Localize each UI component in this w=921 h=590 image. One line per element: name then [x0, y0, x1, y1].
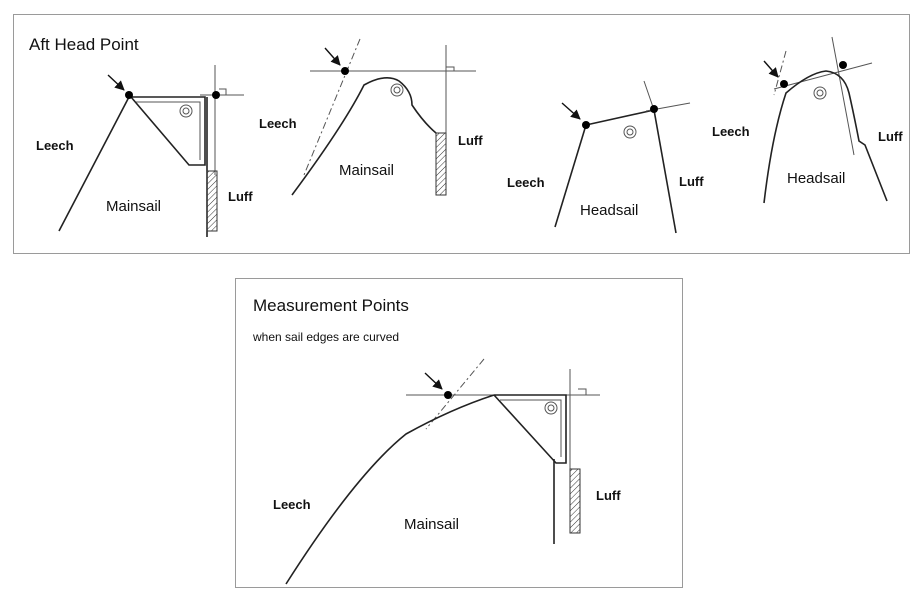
- diagram-mainsail-rounded: Leech Mainsail Luff: [259, 38, 483, 196]
- pointer-arrow: [107, 74, 125, 91]
- luff-edge: [653, 109, 677, 234]
- luff-label: Luff: [228, 189, 253, 204]
- leech-label: Leech: [507, 175, 545, 190]
- leech-edge: [58, 96, 130, 232]
- measurement-points-panel: Measurement Points when sail edges are c…: [235, 278, 683, 588]
- tick-line: [643, 80, 655, 111]
- sail-label: Mainsail: [339, 162, 394, 179]
- luff-label: Luff: [878, 129, 903, 144]
- headboard-inner: [136, 101, 201, 160]
- headboard-ring-outer: [179, 104, 193, 118]
- diagram-headsail-flat: Leech Headsail Luff: [507, 80, 704, 234]
- sail-label: Mainsail: [106, 198, 161, 215]
- head-ring-outer: [813, 86, 827, 100]
- aft-head-point-diagrams: Leech Mainsail Luff Leech Mainsail Luff: [36, 36, 903, 237]
- head-ring-inner: [816, 89, 824, 97]
- panel-title: Aft Head Point: [29, 35, 139, 54]
- measurement-point: [125, 91, 133, 99]
- leech-label: Leech: [712, 124, 750, 139]
- measurement-point-luff: [212, 91, 220, 99]
- reference-line: [773, 62, 873, 90]
- leech-extension: [303, 38, 361, 176]
- diagram-mainsail-headboard: Leech Mainsail Luff: [36, 65, 253, 237]
- mast-hatch: [206, 170, 218, 232]
- luff-label: Luff: [596, 488, 621, 503]
- pointer-arrow: [561, 102, 581, 120]
- aft-head-point-panel: Aft Head Point Leech Mains: [13, 14, 910, 254]
- luff-label: Luff: [458, 133, 483, 148]
- head-ring-inner: [626, 128, 634, 136]
- headboard: [130, 96, 206, 166]
- leech-extension: [425, 358, 485, 430]
- mast-hatch: [435, 132, 447, 196]
- luff-label: Luff: [679, 174, 704, 189]
- leech-label: Leech: [273, 497, 311, 512]
- luff-reference: [831, 36, 855, 156]
- panel-subtitle: when sail edges are curved: [253, 330, 400, 344]
- leech-edge: [554, 124, 587, 228]
- head-ring-outer: [623, 125, 637, 139]
- sail-label: Headsail: [580, 202, 638, 219]
- measurement-point: [341, 67, 349, 75]
- headboard-ring-outer: [544, 401, 558, 415]
- head-edge: [585, 109, 655, 126]
- pointer-arrow: [324, 47, 341, 66]
- head-ring-outer: [390, 83, 404, 97]
- sail-edge: [763, 70, 888, 204]
- leech-label: Leech: [36, 138, 74, 153]
- leech-label: Leech: [259, 116, 297, 131]
- right-angle-mark: [578, 388, 587, 395]
- pointer-arrow: [424, 372, 443, 390]
- head-ring-inner: [393, 86, 401, 94]
- right-angle-mark: [219, 88, 227, 95]
- panel-title: Measurement Points: [253, 296, 409, 315]
- pointer-arrow: [763, 60, 779, 78]
- mast-hatch: [569, 468, 581, 534]
- measurement-point: [582, 121, 590, 129]
- headboard-ring-inner: [547, 404, 555, 412]
- diagram-headsail-rounded: Leech Headsail Luff: [712, 36, 903, 204]
- measurement-point: [444, 391, 452, 399]
- headboard-inner: [500, 399, 562, 457]
- measurement-point-luff: [839, 61, 847, 69]
- headboard-ring-inner: [182, 107, 190, 115]
- sail-label: Mainsail: [404, 516, 459, 533]
- sail-label: Headsail: [787, 170, 845, 187]
- sail-edge: [291, 77, 437, 196]
- right-angle-mark: [446, 66, 455, 71]
- headboard: [493, 394, 567, 464]
- measurement-point-luff: [650, 105, 658, 113]
- leech-curve: [285, 394, 495, 585]
- measurement-point: [780, 80, 788, 88]
- measurement-points-diagram: Leech Mainsail Luff: [273, 358, 621, 585]
